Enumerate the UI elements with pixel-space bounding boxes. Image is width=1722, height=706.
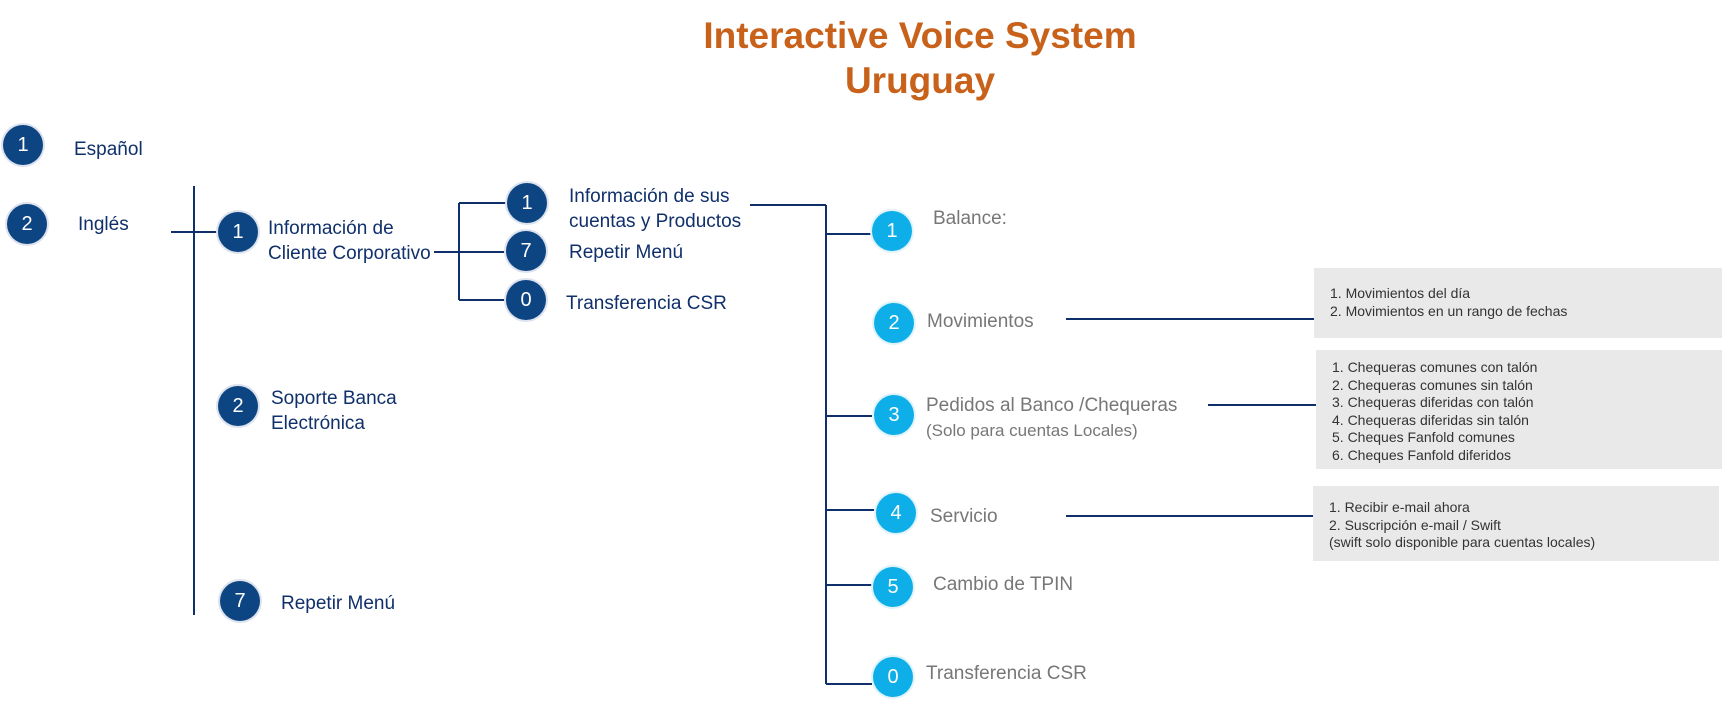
language-label-ingles: Inglés (78, 214, 129, 235)
account-menu-key-1: 1 (872, 211, 912, 251)
sub-menu-key-1: 1 (507, 183, 547, 223)
sub-menu-key-0: 0 (506, 280, 546, 320)
sub-menu-label-repetir-menu: Repetir Menú (569, 242, 684, 263)
main-menu-label-cliente-corporativo: Información de Cliente Corporativo (268, 216, 431, 266)
account-menu-label-pedidos: Pedidos al Banco /Chequeras (Solo para c… (926, 393, 1177, 443)
page-title-line2: Uruguay (844, 60, 996, 101)
account-menu-label-transferencia-csr: Transferencia CSR (926, 663, 1087, 684)
account-menu-key-5: 5 (873, 567, 913, 607)
main-menu-label-soporte-banca: Soporte Banca Electrónica (271, 386, 397, 436)
main-menu-key-7: 7 (220, 581, 260, 621)
account-menu-label-balance: Balance: (933, 208, 1007, 229)
page-title-line1: Interactive Voice System (703, 15, 1137, 56)
detail-item: 4. Chequeras diferidas sin talón (1332, 411, 1529, 428)
detail-item: 2. Movimientos en un rango de fechas (1330, 302, 1568, 319)
main-menu-key-2: 2 (218, 386, 258, 426)
main-menu-label-line: Electrónica (271, 413, 365, 434)
account-menu-key-0: 0 (873, 657, 913, 697)
detail-box-chequeras: 1. Chequeras comunes con talón 2. Cheque… (1316, 350, 1722, 469)
sub-menu-label-transferencia-csr: Transferencia CSR (566, 293, 727, 314)
detail-item: 6. Cheques Fanfold diferidos (1332, 446, 1511, 463)
main-menu-label-line: Soporte Banca (271, 388, 397, 409)
detail-item: 2. Chequeras comunes sin talón (1332, 376, 1533, 393)
detail-item: 1. Recibir e-mail ahora (1329, 499, 1470, 515)
sub-menu-key-7: 7 (506, 231, 546, 271)
sub-menu-label-cuentas-productos: Información de sus cuentas y Productos (569, 184, 741, 234)
detail-box-movimientos: 1. Movimientos del día 2. Movimientos en… (1314, 268, 1722, 338)
account-menu-label-line: (Solo para cuentas Locales) (926, 421, 1138, 440)
account-menu-key-4: 4 (876, 493, 916, 533)
detail-item: 1. Movimientos del día (1330, 285, 1471, 301)
language-key-1: 1 (3, 125, 43, 165)
main-menu-label-line: Cliente Corporativo (268, 243, 431, 264)
account-menu-label-servicio: Servicio (930, 506, 998, 527)
language-key-2: 2 (7, 204, 47, 244)
main-menu-key-1: 1 (218, 212, 258, 252)
account-menu-label-line: Pedidos al Banco /Chequeras (926, 395, 1178, 416)
detail-item: (swift solo disponible para cuentas loca… (1329, 534, 1596, 550)
detail-item: 3. Chequeras diferidas con talón (1332, 394, 1534, 410)
account-menu-key-3: 3 (874, 395, 914, 435)
account-menu-label-cambio-tpin: Cambio de TPIN (933, 574, 1074, 595)
account-menu-label-movimientos: Movimientos (927, 311, 1034, 332)
sub-menu-label-line: cuentas y Productos (569, 211, 742, 232)
detail-item: 1. Chequeras comunes con talón (1332, 359, 1538, 375)
sub-menu-label-line: Información de sus (569, 186, 730, 207)
detail-item: 2. Suscripción e-mail / Swift (1329, 516, 1501, 533)
main-menu-label-repetir-menu: Repetir Menú (281, 593, 396, 614)
account-menu-key-2: 2 (874, 303, 914, 343)
language-label-espanol: Español (74, 139, 143, 160)
detail-item: 5. Cheques Fanfold comunes (1332, 429, 1515, 445)
main-menu-label-line: Información de (268, 218, 394, 239)
detail-box-servicio: 1. Recibir e-mail ahora 2. Suscripción e… (1313, 486, 1719, 561)
